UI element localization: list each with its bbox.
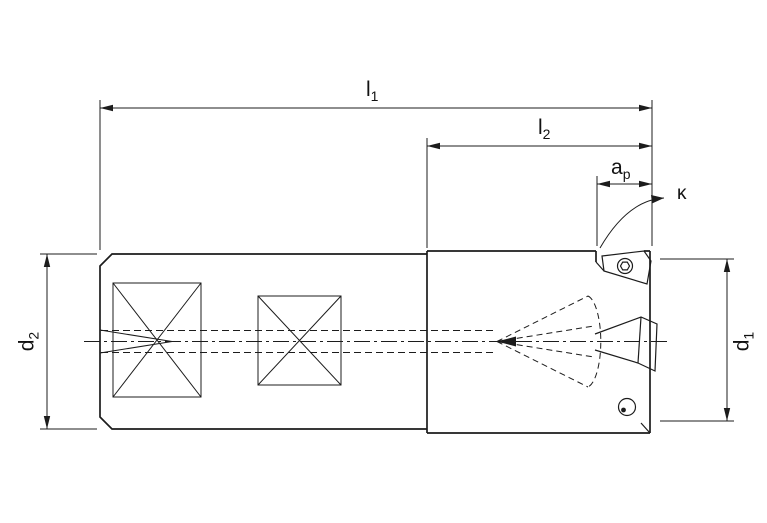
label-base: l [366,78,371,101]
top-insert-pocket [595,250,652,285]
cone-tip-arrow [497,336,516,347]
clamp-screw-top [616,257,634,275]
shank-features [99,282,342,398]
dim-label-l2: l2 [538,116,550,141]
label-base: d [730,339,754,352]
dim-label-l1: l1 [366,78,378,103]
label-base: a [611,156,623,179]
ext-lines-d1 [660,258,734,422]
dim-label-d1: d1 [730,322,757,362]
label-sub: p [622,166,631,182]
dimension-lines [40,100,734,430]
flat-feature-1 [112,282,202,398]
label-sub: 2 [25,331,42,340]
ext-lines-d2 [40,253,97,430]
dim-label-d2: d2 [15,322,42,362]
dim-label-kappa: κ [677,184,687,203]
label-sub: 1 [740,331,757,340]
center-drill-cone [99,329,173,354]
flat-feature-2 [257,295,342,386]
cutter-head-outline [426,250,651,434]
head-hidden-lines [496,295,602,388]
active-insert [594,316,658,434]
kappa-leader-arc [599,197,665,249]
screw-dot [621,407,626,413]
head-corner-chamfer [640,422,651,434]
flat-feature-2-diagonals [257,295,342,386]
label-base: κ [677,183,687,204]
dim-label-ap: ap [611,156,630,181]
label-base: d [15,339,39,352]
bottom-clamp-screw [617,397,637,417]
label-sub: 2 [542,126,551,142]
flat-feature-1-diagonals [112,282,202,398]
screw-hex-socket [619,261,631,271]
label-sub: 1 [370,88,379,104]
kappa-arrowhead [651,195,664,204]
shank-outline [99,253,427,430]
dimension-arrowheads [43,104,731,429]
label-base: l [538,116,543,139]
